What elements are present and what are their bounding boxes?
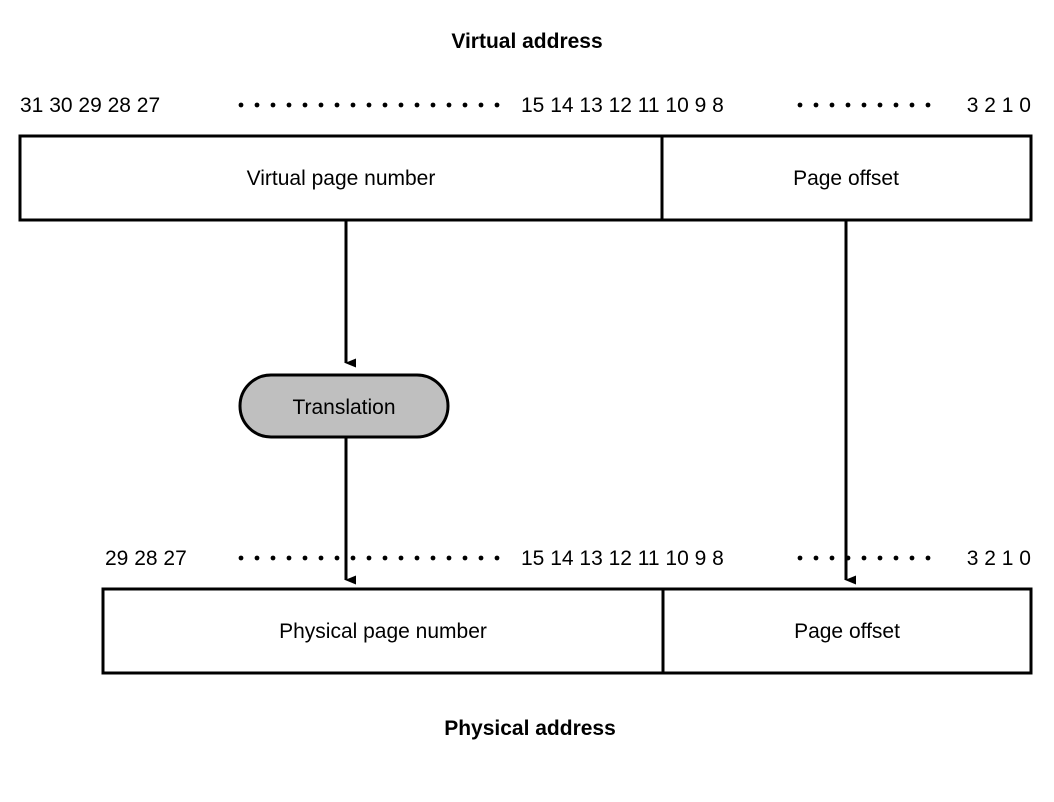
- virtual-ellipsis-right: [797, 102, 931, 108]
- physical-page-number-label: Physical page number: [279, 620, 487, 643]
- virtual-page-number-label: Virtual page number: [247, 167, 436, 190]
- translation-oval: [238, 373, 450, 439]
- physical-ellipsis-left: [238, 555, 500, 561]
- physical-bits-left-group: 29 28 27: [105, 547, 187, 570]
- virtual-address-box: [18, 134, 1033, 222]
- translation-label: Translation: [292, 396, 395, 419]
- physical-ellipsis-right: [797, 555, 931, 561]
- virtual-page-offset-label: Page offset: [793, 167, 899, 190]
- virtual-bits-right-group: 3 2 1 0: [967, 94, 1031, 117]
- physical-address-title: Physical address: [444, 717, 616, 740]
- virtual-address-title: Virtual address: [451, 30, 602, 53]
- virtual-bits-mid-group: 15 14 13 12 11 10 9 8: [521, 94, 724, 117]
- virtual-bits-left-group: 31 30 29 28 27: [20, 94, 160, 117]
- physical-bits-mid-group: 15 14 13 12 11 10 9 8: [521, 547, 724, 570]
- physical-bits-right-group: 3 2 1 0: [967, 547, 1031, 570]
- physical-address-box: [101, 587, 1033, 675]
- physical-page-offset-label: Page offset: [794, 620, 900, 643]
- virtual-ellipsis-left: [238, 102, 500, 108]
